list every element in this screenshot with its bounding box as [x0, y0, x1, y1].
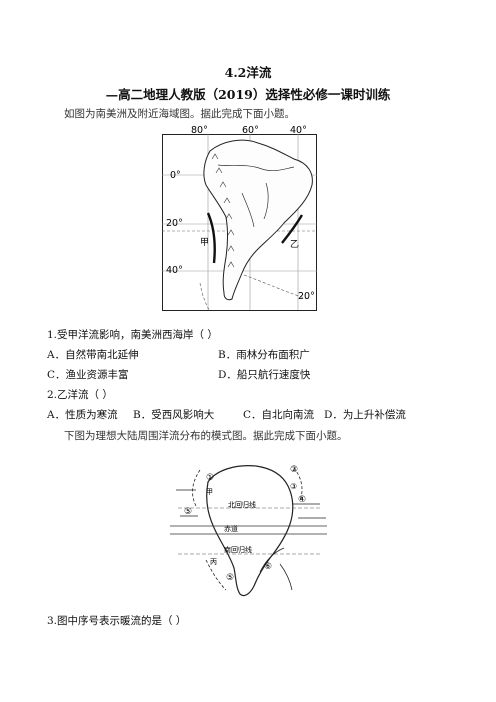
south-america-map: 80° 60° 40° 0° 20° 40° 20° 甲 乙: [162, 123, 318, 312]
question-2: 2.乙洋流（ ）: [47, 389, 113, 401]
q1-option-b: B．雨林分布面积广: [218, 349, 310, 361]
q2-option-b: B．受西风影响大: [133, 409, 215, 421]
question-3: 3.图中序号表示暖流的是（ ）: [47, 615, 187, 627]
tropic-south-label: 南回归线: [224, 545, 252, 554]
lat-20-label: 20°: [166, 218, 183, 229]
question-1: 1.受甲洋流影响，南美洲西海岸（ ）: [47, 329, 218, 341]
label-jia: 甲: [200, 237, 209, 248]
current-5-top-label: ⑤: [184, 507, 192, 517]
lon-80-label: 80°: [191, 125, 208, 136]
current-5-label: ⑤: [226, 573, 234, 583]
label-jia-2: 甲: [206, 488, 213, 496]
current-1-label: ①: [206, 473, 214, 483]
q1-option-a: A．自然带南北延伸: [47, 349, 139, 361]
current-4-label: ④: [298, 495, 306, 505]
q1-option-c: C．渔业资源丰富: [47, 369, 129, 381]
ocean-current-model-map: ① ② ③ ④ ⑤ ⑥ ⑤ 甲 丙 北回归线 赤道 南回归线: [170, 460, 327, 602]
intro-1: 如图为南美洲及附近海域图。据此完成下面小题。: [64, 108, 295, 120]
equator-label: 赤道: [224, 524, 238, 533]
current-6-label: ⑥: [264, 562, 272, 572]
lon-60-label: 60°: [242, 125, 259, 136]
q2-option-c: C．自北向南流: [243, 409, 315, 421]
label-bing: 丙: [210, 558, 217, 566]
intro-2: 下图为理想大陆周围洋流分布的模式图。据此完成下面小题。: [64, 430, 348, 442]
lat-20b-label: 20°: [298, 291, 315, 302]
q2-option-d: D．为上升补偿流: [324, 409, 406, 421]
q1-option-d: D．船只航行速度快: [218, 369, 311, 381]
current-2-label: ②: [290, 465, 298, 475]
lat-40-label: 40°: [166, 265, 183, 276]
lat-0-label: 0°: [170, 170, 181, 181]
lon-40-label: 40°: [290, 125, 307, 136]
current-3-label: ③: [290, 482, 297, 491]
page-title: 4.2洋流: [224, 65, 272, 80]
q2-option-a: A．性质为寒流: [47, 409, 118, 421]
tropic-north-label: 北回归线: [228, 500, 256, 509]
page-subtitle: —高二地理人教版（2019）选择性必修一课时训练: [105, 87, 391, 102]
label-yi: 乙: [290, 239, 299, 250]
